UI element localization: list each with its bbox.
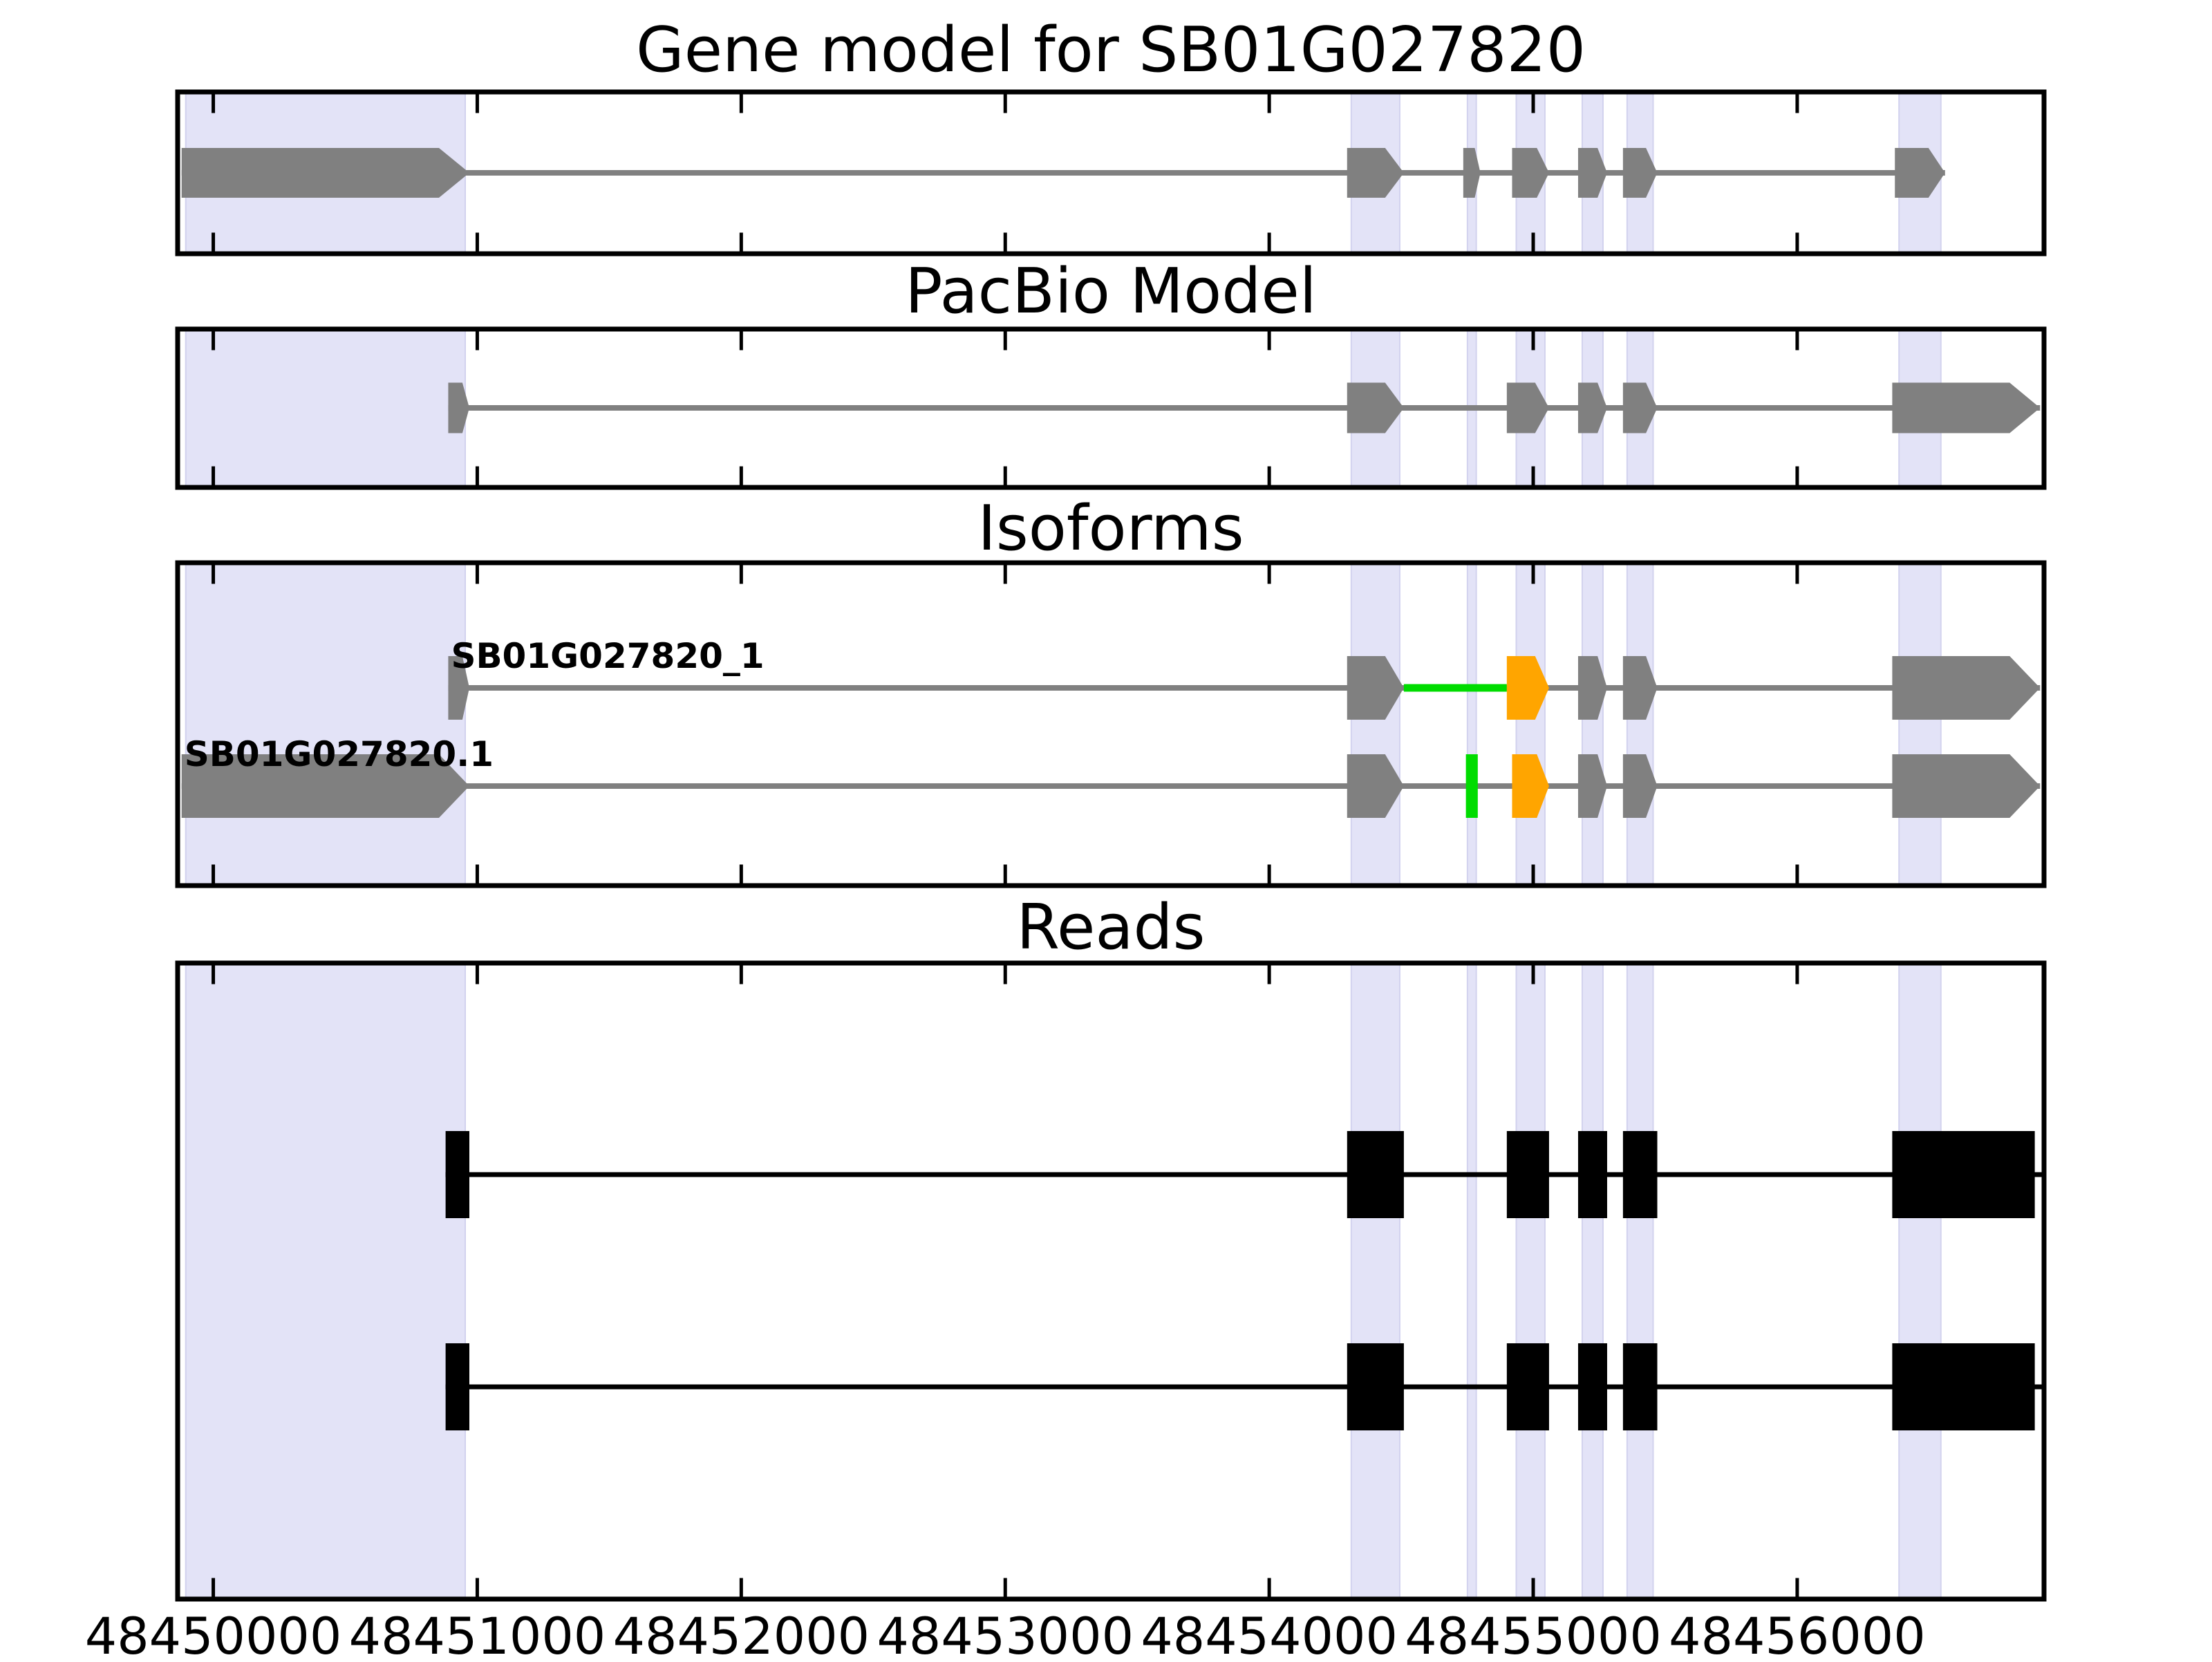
read-exon (445, 1131, 469, 1218)
panel-2 (175, 326, 2047, 490)
exon (1622, 148, 1658, 198)
read-exon (445, 1343, 469, 1430)
highlight-band (1581, 562, 1604, 886)
orange-exon (1506, 656, 1549, 720)
exon (448, 656, 469, 720)
highlight-band (185, 328, 466, 488)
read-exon (1347, 1343, 1404, 1430)
panel-title: PacBio Model (905, 255, 1317, 328)
green-exon (1465, 754, 1478, 818)
highlight-band (1515, 562, 1546, 886)
highlight-band (1581, 962, 1604, 1600)
x-tick-label: 48452000 (613, 1607, 870, 1659)
exon (1895, 148, 1945, 198)
x-tick-label: 48455000 (1405, 1607, 1662, 1659)
highlight-band (1350, 562, 1400, 886)
highlight-band (1466, 562, 1477, 886)
isoform-label: SB01G027820.1 (185, 734, 494, 774)
read-exon (1622, 1131, 1658, 1218)
read-exon (1577, 1343, 1607, 1430)
read-exon (1577, 1131, 1607, 1218)
panel-1 (175, 89, 2047, 256)
highlight-band (1898, 562, 1942, 886)
exon (1347, 382, 1404, 433)
exon (1506, 382, 1549, 433)
exon (1512, 148, 1549, 198)
panel-title: Gene model for SB01G027820 (636, 14, 1586, 86)
highlight-band (1626, 962, 1654, 1600)
exon (1347, 148, 1404, 198)
exon (1622, 656, 1658, 720)
highlight-band (1626, 562, 1654, 886)
panel-4 (175, 960, 2047, 1602)
panel-border (175, 560, 2047, 888)
exon (1622, 382, 1658, 433)
exon (1892, 656, 2041, 720)
exon (1347, 754, 1404, 818)
orange-exon (1512, 754, 1549, 818)
exon (1892, 382, 2041, 433)
read-exon (1892, 1131, 2035, 1218)
exon (1347, 656, 1404, 720)
panel-plot-area (178, 963, 2044, 1599)
panel-title: Isoforms (977, 492, 1244, 565)
panel-plot-area (178, 563, 2044, 886)
exon (448, 382, 469, 433)
exon (1622, 754, 1658, 818)
read-exon (1892, 1343, 2035, 1430)
exon (1577, 656, 1607, 720)
panel-border (175, 960, 2047, 1602)
panel-title: Reads (1016, 891, 1205, 964)
exon (1577, 382, 1607, 433)
exon (1463, 148, 1481, 198)
highlight-band (1898, 962, 1942, 1600)
read-exon (1506, 1343, 1549, 1430)
highlight-band (185, 562, 466, 886)
exon (181, 754, 469, 818)
read-exon (1506, 1131, 1549, 1218)
exon (181, 148, 469, 198)
highlight-band (1515, 962, 1546, 1600)
highlight-band (1466, 962, 1477, 1600)
x-tick-label: 48453000 (877, 1607, 1134, 1659)
panel-border (175, 89, 2047, 256)
panel-3 (175, 560, 2047, 888)
highlight-band (185, 962, 466, 1600)
panel-border (175, 326, 2047, 490)
exon (1577, 754, 1607, 818)
x-tick-label: 48451000 (349, 1607, 606, 1659)
exon (1892, 754, 2041, 818)
isoform-label: SB01G027820_1 (451, 636, 764, 676)
x-tick-label: 48456000 (1669, 1607, 1926, 1659)
x-tick-label: 48454000 (1141, 1607, 1398, 1659)
read-exon (1347, 1131, 1404, 1218)
x-tick-label: 48450000 (85, 1607, 342, 1659)
exon (1577, 148, 1607, 198)
read-exon (1622, 1343, 1658, 1430)
highlight-band (1350, 962, 1400, 1600)
